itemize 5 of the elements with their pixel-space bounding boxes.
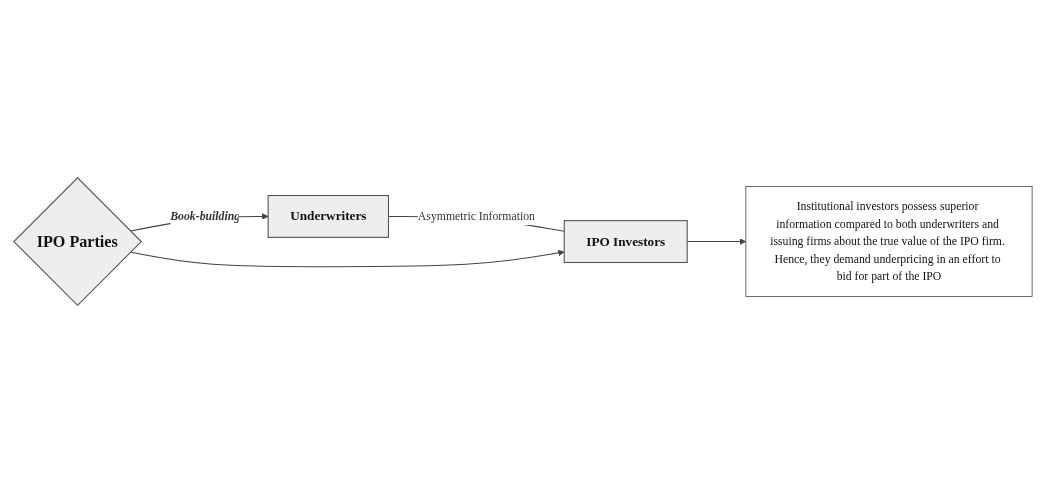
node-box: Underwriters xyxy=(267,195,390,239)
node-box: Institutional investors possess superior information compared to both underwriters and issuing firms about the true value of the IPO firm. Hence, they demand underpricing in an effort to bid for part of the IPO xyxy=(745,186,1033,298)
node-diamond: IPO Parties xyxy=(13,177,143,307)
edge-label: Asymmetric Information xyxy=(417,210,535,223)
node-box: IPO Investors xyxy=(563,220,688,264)
